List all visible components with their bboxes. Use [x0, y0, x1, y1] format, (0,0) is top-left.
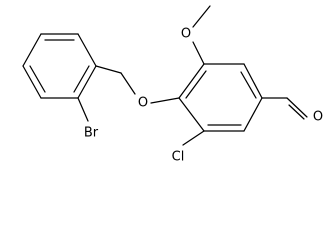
- bond: [77, 65, 97, 99]
- bond: [240, 71, 257, 99]
- bond: [185, 70, 207, 99]
- bond: [150, 97, 180, 104]
- aldehyde-oxygen-label: O: [313, 110, 323, 125]
- bond: [95, 65, 122, 74]
- bond: [178, 97, 205, 132]
- chlorine-label: Cl: [172, 150, 185, 165]
- bond: [73, 65, 90, 93]
- bond: [192, 41, 205, 65]
- benzaldehyde-ring: [178, 63, 263, 132]
- bromine-label: Br: [84, 126, 99, 141]
- bond: [192, 5, 211, 28]
- bond: [22, 65, 42, 99]
- bond: [288, 104, 305, 120]
- bond: [22, 33, 42, 67]
- bromophenyl-ring: [22, 33, 97, 99]
- bond: [77, 97, 89, 122]
- bond: [178, 63, 205, 99]
- bond: [29, 65, 46, 93]
- bond: [243, 97, 263, 132]
- bond: [120, 72, 136, 95]
- ether-oxygen-label: O: [138, 96, 148, 111]
- bond: [182, 130, 205, 146]
- bond: [286, 97, 308, 118]
- structure-diagram: Br O O Cl O: [22, 5, 324, 165]
- bond: [243, 63, 263, 99]
- methoxy-oxygen-label: O: [181, 27, 191, 42]
- bond: [77, 33, 97, 67]
- chemical-structure: Br O O Cl O: [22, 5, 323, 165]
